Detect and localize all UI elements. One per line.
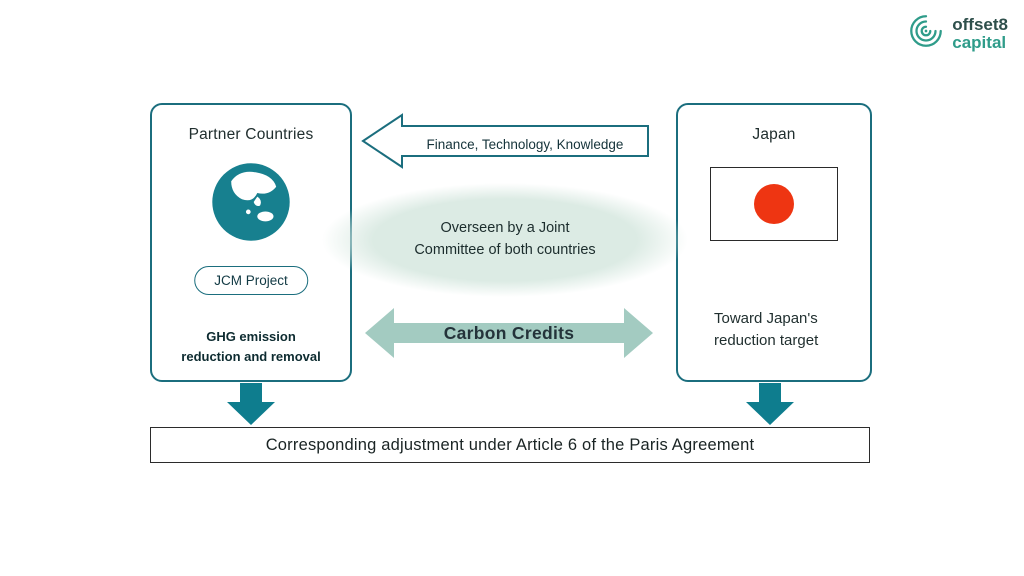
partner-countries-panel: Partner Countries JCM Project GHG emissi… bbox=[150, 103, 352, 382]
japan-caption: Toward Japan's reduction target bbox=[714, 310, 819, 349]
japan-flag bbox=[710, 167, 838, 241]
carbon-credits-label: Carbon Credits bbox=[443, 322, 575, 343]
carbon-credits-arrow: Carbon Credits bbox=[363, 300, 655, 366]
double-arrow-icon bbox=[365, 308, 653, 358]
japan-flag-sun bbox=[754, 184, 794, 224]
japan-title: Japan bbox=[752, 126, 796, 143]
ghg-caption: GHG emission reduction and removal bbox=[181, 328, 321, 364]
jcm-project-pill: JCM Project bbox=[194, 266, 308, 295]
joint-committee-note: Overseen by a Joint Committee of both co… bbox=[322, 183, 688, 297]
globe-icon bbox=[206, 157, 296, 252]
article6-bar: Corresponding adjustment under Article 6… bbox=[150, 427, 870, 463]
offset8-logo-icon bbox=[907, 12, 945, 55]
finance-arrow: Finance, Technology, Knowledge bbox=[361, 112, 651, 170]
offset8-logo: offset8 capital bbox=[907, 12, 1008, 55]
offset8-logo-text: offset8 capital bbox=[952, 14, 1008, 52]
left-arrow-icon bbox=[361, 113, 649, 169]
logo-name-top: offset8 bbox=[952, 14, 1008, 34]
japan-panel: Japan Toward Japan's reduction target bbox=[676, 103, 872, 382]
logo-name-bottom: capital bbox=[952, 32, 1007, 52]
down-arrow-right-icon bbox=[746, 383, 794, 425]
partner-countries-title: Partner Countries bbox=[188, 126, 314, 143]
down-arrow-left-icon bbox=[227, 383, 275, 425]
finance-arrow-label: Finance, Technology, Knowledge bbox=[426, 136, 624, 152]
